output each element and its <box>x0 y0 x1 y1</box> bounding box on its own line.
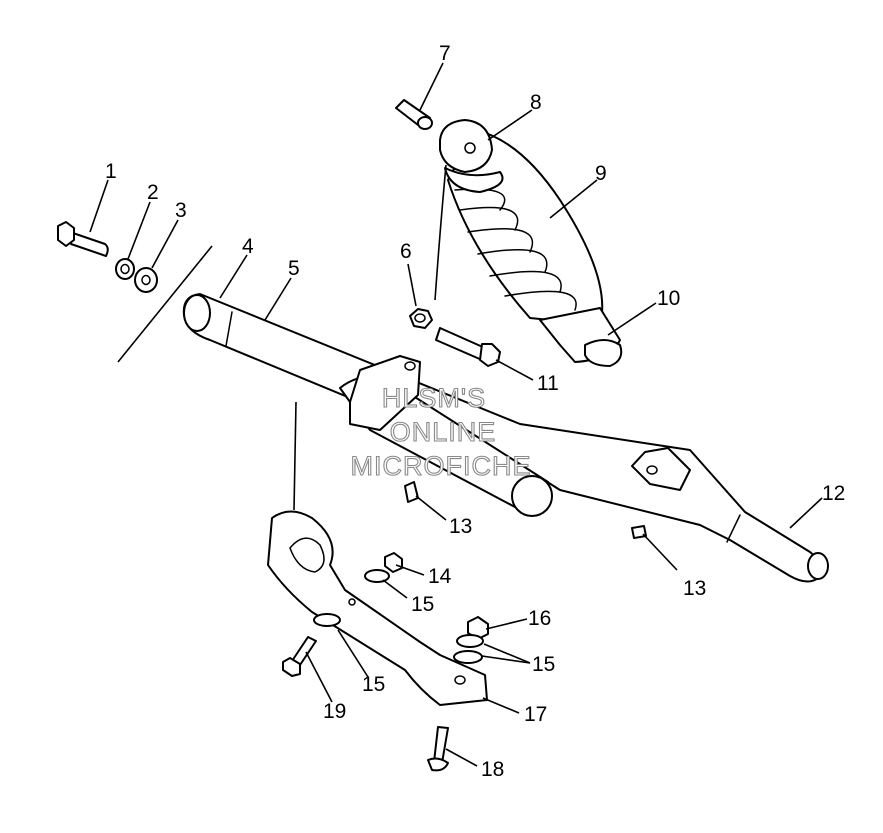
callout-6: 6 <box>400 240 412 263</box>
part-washer-15a <box>364 569 390 583</box>
callout-18: 18 <box>481 758 504 781</box>
part-sleeve-7 <box>395 99 433 130</box>
watermark-line-1: HLSM'S <box>382 383 486 413</box>
leader-lines <box>89 62 823 767</box>
part-nut-6 <box>409 308 433 329</box>
part-nut-14 <box>384 552 403 573</box>
part-bolt-18 <box>427 726 449 772</box>
callout-11: 11 <box>537 372 559 395</box>
callout-8: 8 <box>530 91 542 114</box>
callout-13a: 13 <box>449 515 472 538</box>
part-bolt-11 <box>435 327 501 367</box>
callout-15b: 15 <box>532 653 555 676</box>
callout-5: 5 <box>288 257 300 280</box>
callout-13b: 13 <box>683 577 706 600</box>
part-bolt-1 <box>57 221 109 257</box>
part-washer-15b-2 <box>453 650 483 664</box>
separator-line <box>117 245 213 363</box>
part-grease-fitting-13b <box>631 525 647 539</box>
part-nut-16 <box>467 616 489 640</box>
callout-14: 14 <box>428 565 452 588</box>
part-bolt-19 <box>282 636 317 677</box>
callout-19: 19 <box>323 700 346 723</box>
part-shock-eye-8 <box>439 119 504 193</box>
callout-15c: 15 <box>362 673 385 696</box>
part-arm-17 <box>267 510 488 706</box>
part-washer-15b-1 <box>456 634 484 648</box>
watermark-line-2: ONLINE <box>390 417 497 447</box>
callout-2: 2 <box>147 181 159 204</box>
callout-7: 7 <box>439 42 451 65</box>
callout-15a: 15 <box>411 593 434 616</box>
part-tube-5 <box>182 293 829 583</box>
callout-12: 12 <box>822 482 845 505</box>
part-mount-bracket <box>349 355 691 491</box>
callout-10: 10 <box>657 287 680 310</box>
callout-4: 4 <box>242 235 254 258</box>
callout-17: 17 <box>524 703 547 726</box>
part-washer-3 <box>134 267 158 293</box>
part-washer-15c <box>313 613 341 627</box>
part-washer-2 <box>115 258 135 280</box>
callout-16: 16 <box>528 607 551 630</box>
callout-9: 9 <box>595 162 607 185</box>
part-grease-fitting-13a <box>404 481 419 503</box>
watermark-line-3: MICROFICHE <box>351 451 532 481</box>
callout-3: 3 <box>175 199 187 222</box>
callout-1: 1 <box>105 160 117 183</box>
